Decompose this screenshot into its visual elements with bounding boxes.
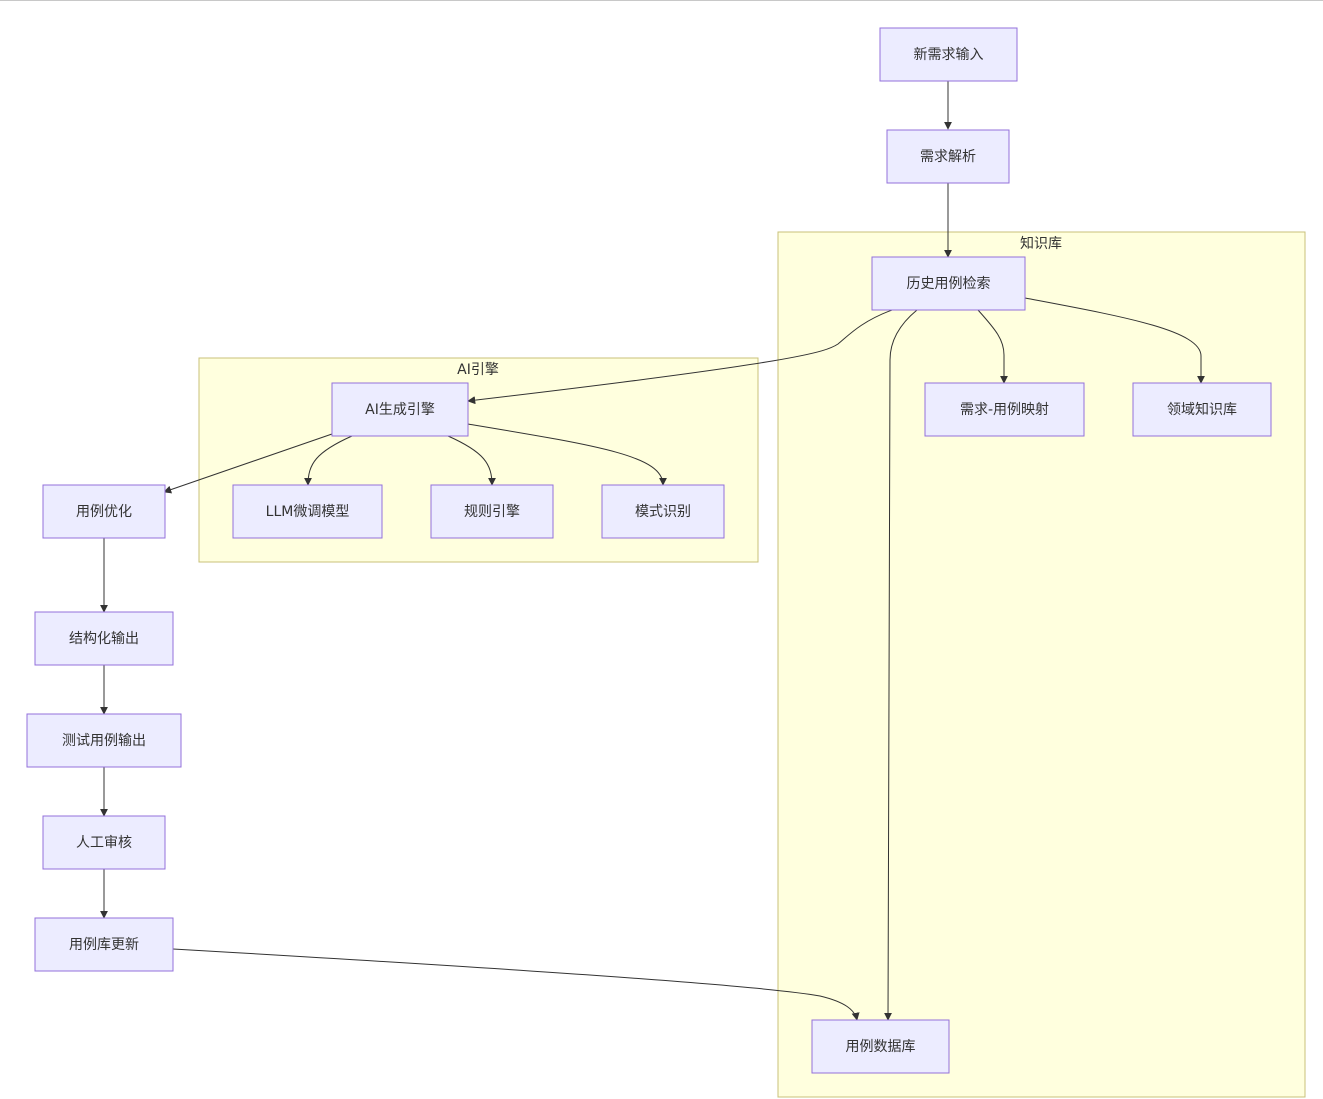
node-label-pattern: 模式识别: [635, 504, 691, 520]
edge-hist-search-to-domain-kb: [1024, 297, 1205, 384]
node-test-out[interactable]: 测试用例输出: [26, 713, 182, 768]
node-domain-kb[interactable]: 领域知识库: [1132, 382, 1272, 437]
edge-hist-search-to-case-db: [884, 309, 918, 1021]
node-label-review: 人工审核: [76, 835, 132, 851]
node-label-hist-search: 历史用例检索: [907, 275, 991, 292]
cluster-knowledge-base: 知识库: [777, 231, 1306, 1098]
node-label-test-out: 测试用例输出: [62, 733, 146, 749]
node-label-req-parse: 需求解析: [920, 149, 976, 165]
edges: [100, 81, 1205, 1021]
node-label-rule-engine: 规则引擎: [464, 504, 520, 520]
node-pattern[interactable]: 模式识别: [601, 484, 725, 539]
node-ai-gen[interactable]: AI生成引擎: [331, 382, 469, 437]
top-divider: [0, 0, 1323, 1]
node-llm[interactable]: LLM微调模型: [232, 484, 383, 539]
node-label-struct-out: 结构化输出: [69, 631, 139, 647]
edge-hist-search-to-req-map: [977, 309, 1008, 384]
edge-lib-update-to-case-db: [172, 948, 860, 1021]
node-label-case-db: 用例数据库: [846, 1039, 916, 1055]
node-lib-update[interactable]: 用例库更新: [34, 917, 174, 972]
edge-ai-gen-to-rule-engine: [447, 435, 496, 486]
node-label-req-map: 需求-用例映射: [960, 402, 1049, 418]
node-req-map[interactable]: 需求-用例映射: [924, 382, 1085, 437]
edge-hist-search-to-ai-gen: [467, 309, 893, 405]
node-label-ai-gen: AI生成引擎: [365, 402, 435, 418]
edge-ai-gen-to-case-opt: [163, 433, 333, 494]
cluster-label-knowledge-base: 知识库: [1020, 235, 1062, 252]
node-label-domain-kb: 领域知识库: [1167, 401, 1237, 418]
edge-ai-gen-to-pattern: [467, 423, 667, 486]
node-hist-search[interactable]: 历史用例检索: [871, 256, 1026, 311]
node-rule-engine[interactable]: 规则引擎: [430, 484, 554, 539]
node-struct-out[interactable]: 结构化输出: [34, 611, 174, 666]
node-new-req[interactable]: 新需求输入: [879, 27, 1018, 82]
node-case-opt[interactable]: 用例优化: [42, 484, 166, 539]
node-req-parse[interactable]: 需求解析: [886, 129, 1010, 184]
node-review[interactable]: 人工审核: [42, 815, 166, 870]
node-label-case-opt: 用例优化: [76, 504, 132, 520]
node-label-new-req: 新需求输入: [914, 47, 984, 63]
node-case-db[interactable]: 用例数据库: [811, 1019, 950, 1074]
cluster-label-ai-engine: AI引擎: [457, 362, 499, 378]
edge-ai-gen-to-llm: [304, 435, 353, 486]
node-label-llm: LLM微调模型: [266, 504, 350, 520]
node-label-lib-update: 用例库更新: [69, 937, 139, 953]
